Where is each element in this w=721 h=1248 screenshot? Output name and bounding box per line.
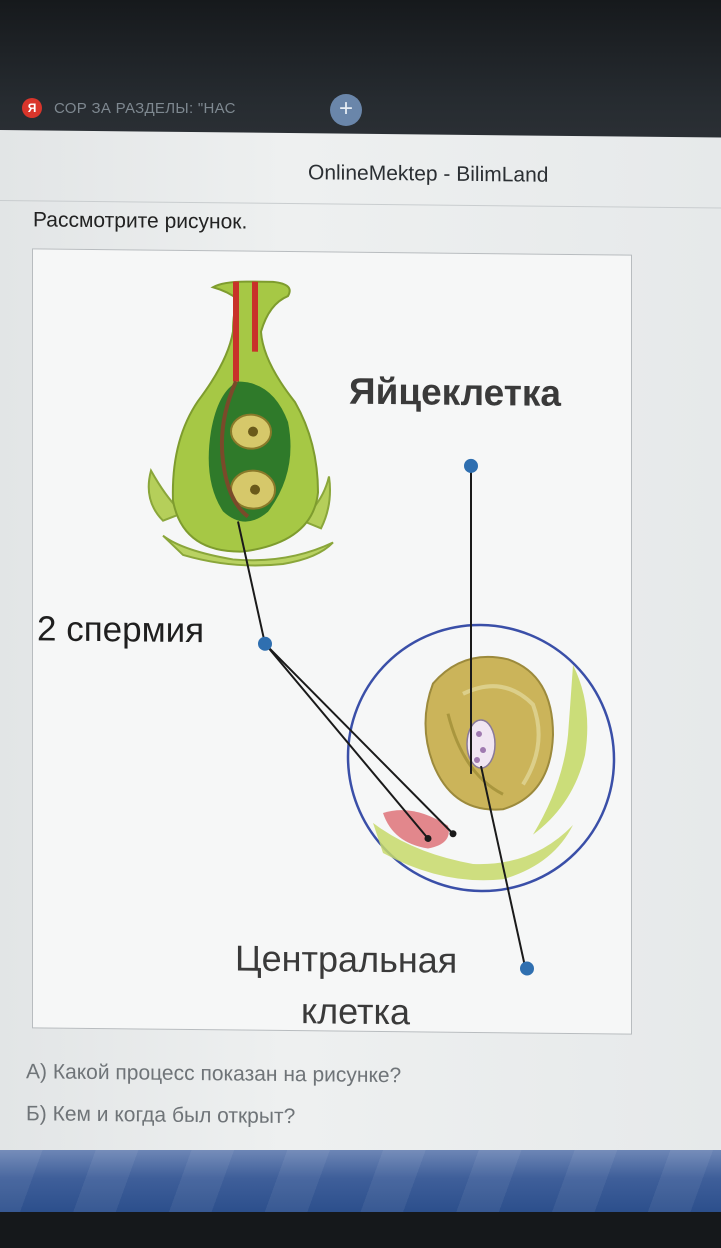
label-egg-cell: Яйцеклетка bbox=[349, 370, 561, 414]
new-tab-button[interactable]: + bbox=[330, 94, 362, 126]
web-page: OnlineMektep - BilimLand Рассмотрите рис… bbox=[0, 130, 721, 1163]
sperm-1-dot bbox=[424, 834, 432, 842]
screen-bezel bbox=[0, 1212, 721, 1248]
label-central-cell-line1: Центральная bbox=[235, 937, 458, 981]
sperm-2-dot bbox=[449, 830, 457, 838]
pistil-illustration bbox=[147, 280, 334, 567]
central-cell-pointer-dot bbox=[520, 961, 534, 976]
browser-tab-bar: Я СОР ЗА РАЗДЕЛЫ: "НАС + bbox=[0, 0, 721, 142]
figure-image: Яйцеклетка 2 спермия Центральная клетка bbox=[32, 248, 632, 1035]
question-a: А) Какой процесс показан на рисунке? bbox=[26, 1060, 402, 1088]
pointer-lines bbox=[237, 467, 526, 967]
sperm-pointer-dot bbox=[258, 636, 272, 651]
tab-title: СОР ЗА РАЗДЕЛЫ: "НАС bbox=[54, 99, 236, 117]
label-sperm: 2 спермия bbox=[37, 609, 205, 651]
browser-tab[interactable]: Я СОР ЗА РАЗДЕЛЫ: "НАС bbox=[22, 92, 302, 124]
yandex-favicon-icon: Я bbox=[22, 98, 42, 118]
site-title: OnlineMektep - BilimLand bbox=[308, 161, 549, 187]
task-prompt: Рассмотрите рисунок. bbox=[33, 208, 248, 234]
ovule-closeup bbox=[346, 623, 616, 893]
os-taskbar bbox=[0, 1150, 721, 1212]
taskbar-gloss bbox=[0, 1150, 721, 1212]
question-b: Б) Кем и когда был открыт? bbox=[26, 1102, 296, 1129]
egg-pointer-dot bbox=[464, 458, 478, 473]
site-header: OnlineMektep - BilimLand bbox=[0, 130, 721, 209]
fertilization-diagram bbox=[147, 280, 616, 976]
label-central-cell-line2: клетка bbox=[301, 990, 411, 1033]
